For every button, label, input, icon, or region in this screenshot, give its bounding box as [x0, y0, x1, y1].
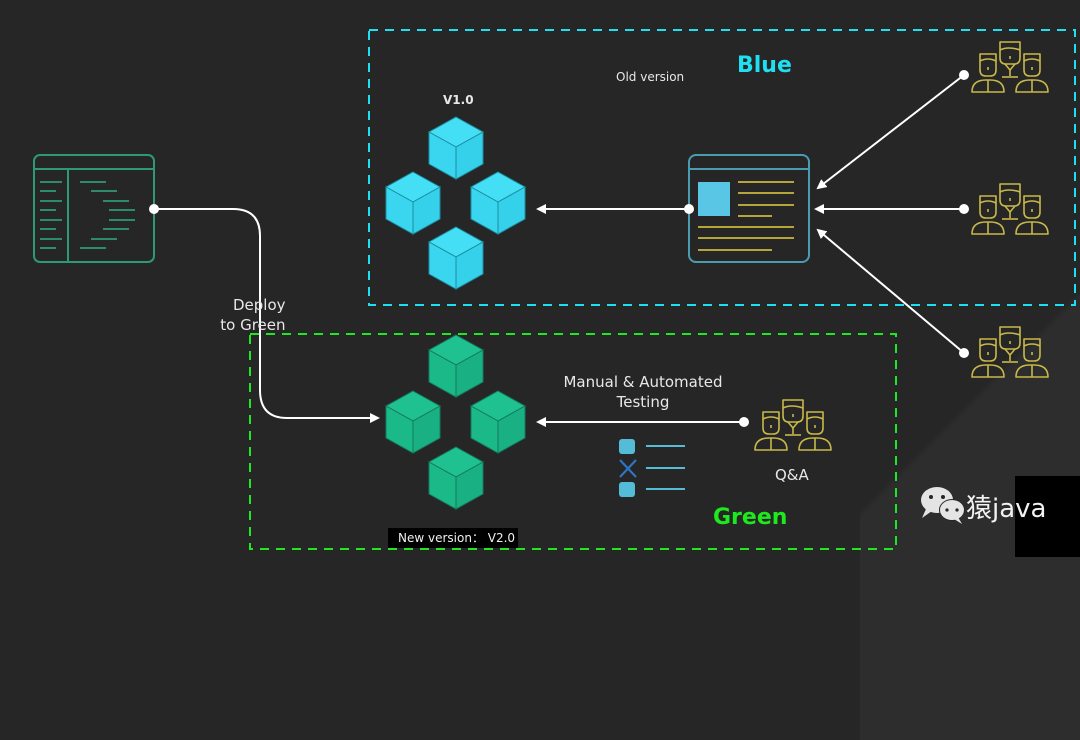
- deploy-arrow: [154, 208, 380, 423]
- test-checklist-icon: [619, 439, 685, 497]
- blue-environment-title: Blue: [737, 53, 792, 78]
- blue-cluster-cubes-icon: [385, 116, 526, 290]
- green-environment-title: Green: [713, 505, 788, 530]
- green-environment-box: [249, 333, 897, 550]
- user-traffic-dot-2: [959, 204, 969, 214]
- new-version-badge: New version： V2.0: [388, 528, 518, 548]
- testing-label-line1: Manual & Automated: [563, 373, 723, 391]
- qa-label: Q&A: [775, 466, 809, 484]
- user-traffic-dot-3: [959, 348, 969, 358]
- old-version-label: Old version: [616, 70, 685, 84]
- green-cluster-cubes-icon: [385, 334, 526, 510]
- users-group-icon: [971, 183, 1049, 235]
- testing-label-line2: Testing: [616, 393, 670, 411]
- blue-environment-box: [368, 29, 1076, 306]
- blue-green-deployment-diagram: [33, 29, 1076, 550]
- watermark-background: [1015, 476, 1080, 557]
- user-traffic-arrow-3: [816, 228, 965, 354]
- user-traffic-arrow-1: [816, 74, 965, 190]
- deploy-arrow-origin-dot: [149, 204, 159, 214]
- source-code-icon: [33, 154, 155, 263]
- web-page-icon: [688, 154, 810, 263]
- wechat-icon: [921, 487, 965, 524]
- v1-version-label: V1.0: [443, 93, 474, 107]
- qa-users-group-icon: [754, 399, 832, 451]
- watermark-text: 猿java: [966, 494, 1047, 524]
- users-group-icon: [971, 41, 1049, 93]
- users-group-icon: [971, 326, 1049, 378]
- testing-label: Manual & Automated Testing: [548, 372, 738, 412]
- user-traffic-dot-1: [959, 70, 969, 80]
- route-origin-dot: [684, 204, 694, 214]
- deploy-label-line1: Deploy: [233, 296, 286, 314]
- deploy-label: Deploy to Green: [203, 295, 286, 335]
- deploy-label-line2: to Green: [220, 316, 286, 334]
- testing-origin-dot: [739, 417, 749, 427]
